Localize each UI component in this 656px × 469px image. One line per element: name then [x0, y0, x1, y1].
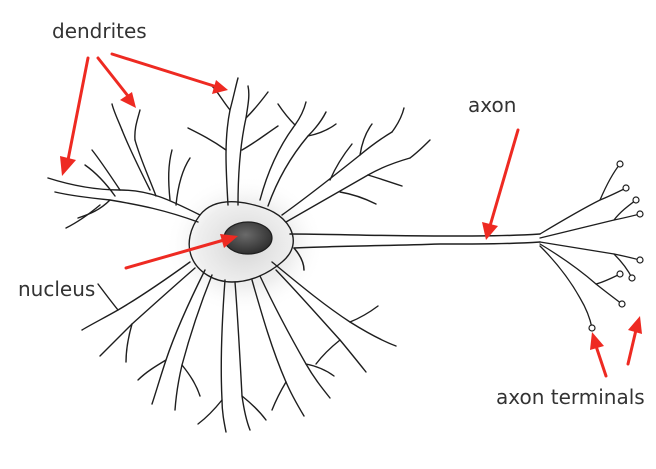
axon-shape	[290, 234, 540, 270]
annotation-arrows	[60, 54, 642, 376]
arrow-axon	[482, 130, 518, 240]
arrow-dendrites-1	[60, 58, 88, 176]
arrow-dendrites-3	[112, 54, 228, 94]
label-axon: axon	[468, 95, 516, 115]
label-axon-terminals: axon terminals	[496, 387, 645, 407]
label-dendrites: dendrites	[52, 21, 147, 41]
arrow-terminal-1	[590, 332, 606, 376]
label-nucleus: nucleus	[18, 279, 95, 299]
arrow-dendrites-2	[98, 58, 136, 108]
arrow-terminal-2	[628, 316, 642, 364]
terminal-bulbs	[589, 161, 643, 331]
